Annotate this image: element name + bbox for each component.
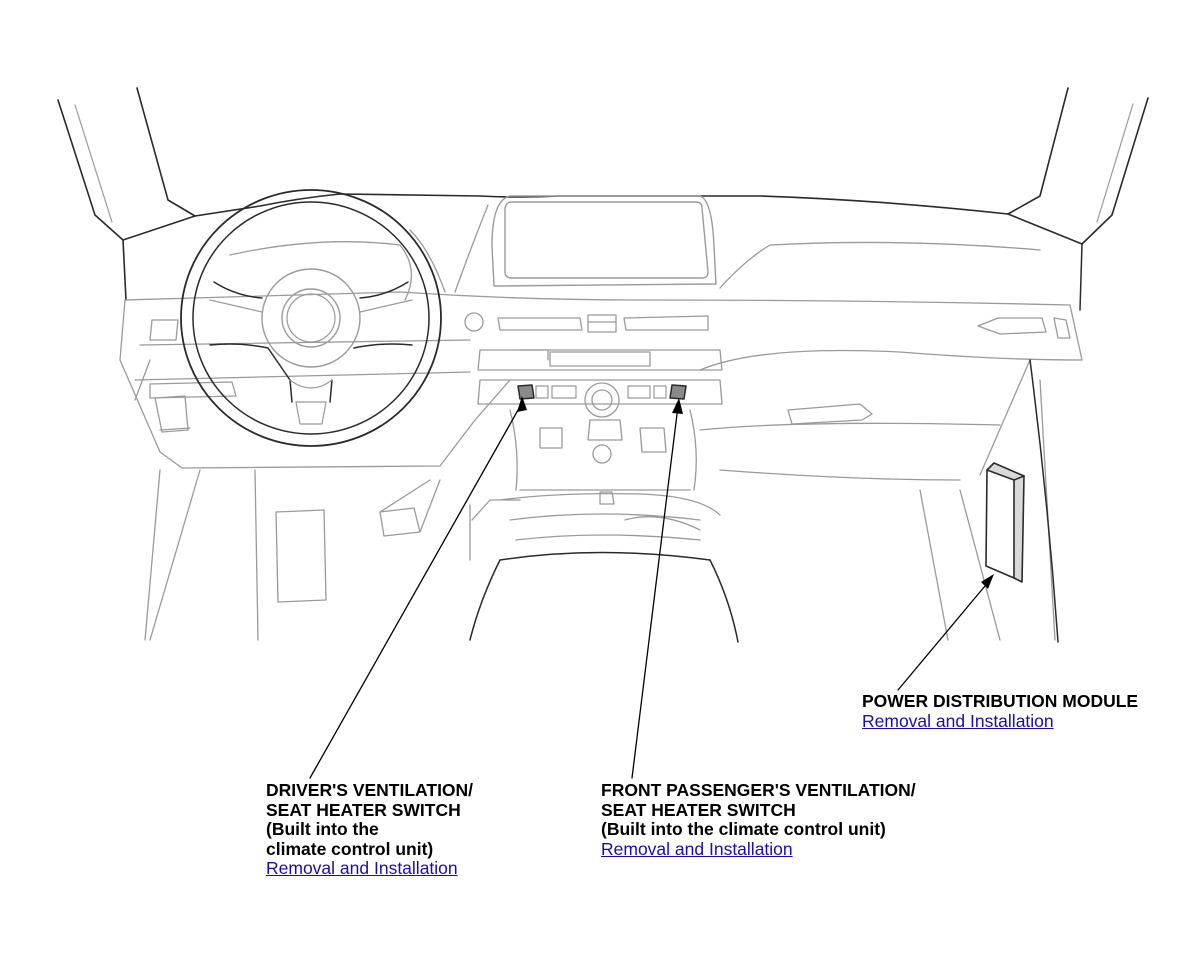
right-a-pillar <box>1007 87 1149 245</box>
power-distribution-module <box>985 462 1025 583</box>
pdm-removal-installation-link[interactable]: Removal and Installation <box>862 710 1054 731</box>
callout-driver-line-2: SEAT HEATER SWITCH <box>266 799 461 820</box>
center-display <box>491 195 717 287</box>
passenger-seat-heater-switch <box>627 384 687 400</box>
leader-lines <box>309 402 991 779</box>
passenger-removal-installation-link[interactable]: Removal and Installation <box>601 838 793 859</box>
callout-pdm-line-1: POWER DISTRIBUTION MODULE <box>862 691 1139 711</box>
callout-driver-line-3: (Built into the <box>266 819 379 839</box>
arrowheads <box>517 396 994 589</box>
callout-power-distribution-module: POWER DISTRIBUTION MODULE Removal and In… <box>862 691 1139 731</box>
callout-driver-switch: DRIVER'S VENTILATION/ SEAT HEATER SWITCH… <box>266 780 474 879</box>
dashboard-surface <box>119 204 1083 641</box>
driver-seat-heater-switch <box>517 384 577 400</box>
center-console <box>469 243 1083 643</box>
callout-passenger-line-2: SEAT HEATER SWITCH <box>601 799 796 820</box>
callout-driver-line-4: climate control unit) <box>266 838 434 859</box>
callout-passenger-switch: FRONT PASSENGER'S VENTILATION/ SEAT HEAT… <box>601 780 916 859</box>
left-a-pillar <box>57 87 196 301</box>
callout-passenger-line-3: (Built into the climate control unit) <box>601 819 886 839</box>
callout-driver-line-1: DRIVER'S VENTILATION/ <box>266 780 474 800</box>
callout-passenger-line-1: FRONT PASSENGER'S VENTILATION/ <box>601 780 916 800</box>
driver-removal-installation-link[interactable]: Removal and Installation <box>266 858 458 878</box>
steering-wheel <box>180 189 442 447</box>
